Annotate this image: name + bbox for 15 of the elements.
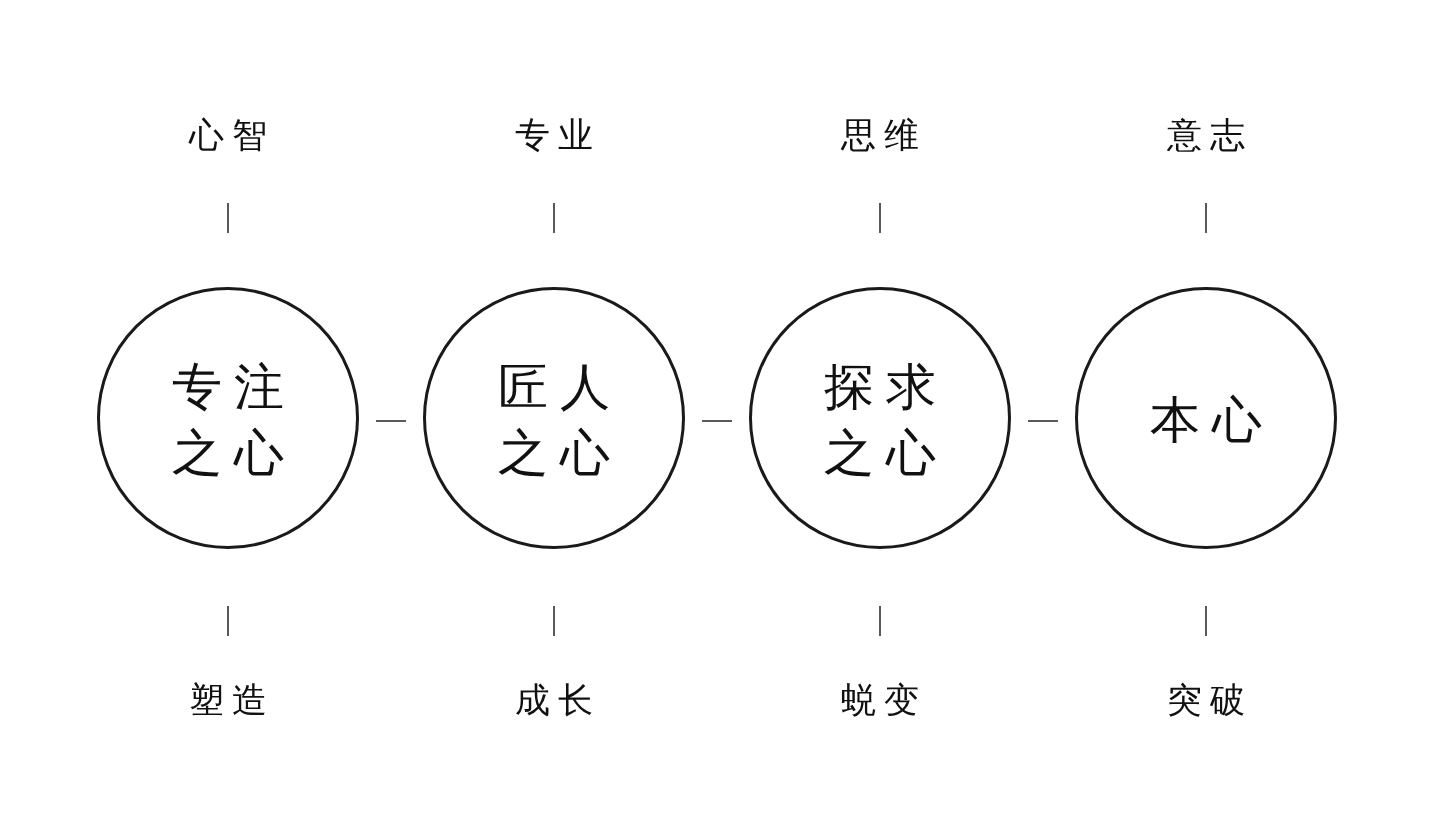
circle-label: 探求之心 — [823, 357, 949, 484]
circle-label: 匠人之心 — [497, 357, 623, 484]
keyword-label: 心智 — [187, 115, 275, 155]
keyword-label: 成长 — [514, 680, 601, 720]
keyword-label: 蜕变 — [840, 680, 927, 720]
keyword-label: 突破 — [1166, 680, 1253, 720]
connector-line — [701, 420, 733, 422]
keyword-label: 意志 — [1166, 115, 1253, 155]
connector-line — [1027, 420, 1059, 422]
keyword-label: 专业 — [514, 115, 601, 155]
circle-label: 本心 — [1149, 390, 1275, 451]
circle-label: 专注之心 — [171, 357, 297, 484]
keyword-label: 思维 — [840, 115, 927, 155]
keyword-label: 塑造 — [188, 680, 275, 720]
connector-line — [375, 420, 407, 422]
